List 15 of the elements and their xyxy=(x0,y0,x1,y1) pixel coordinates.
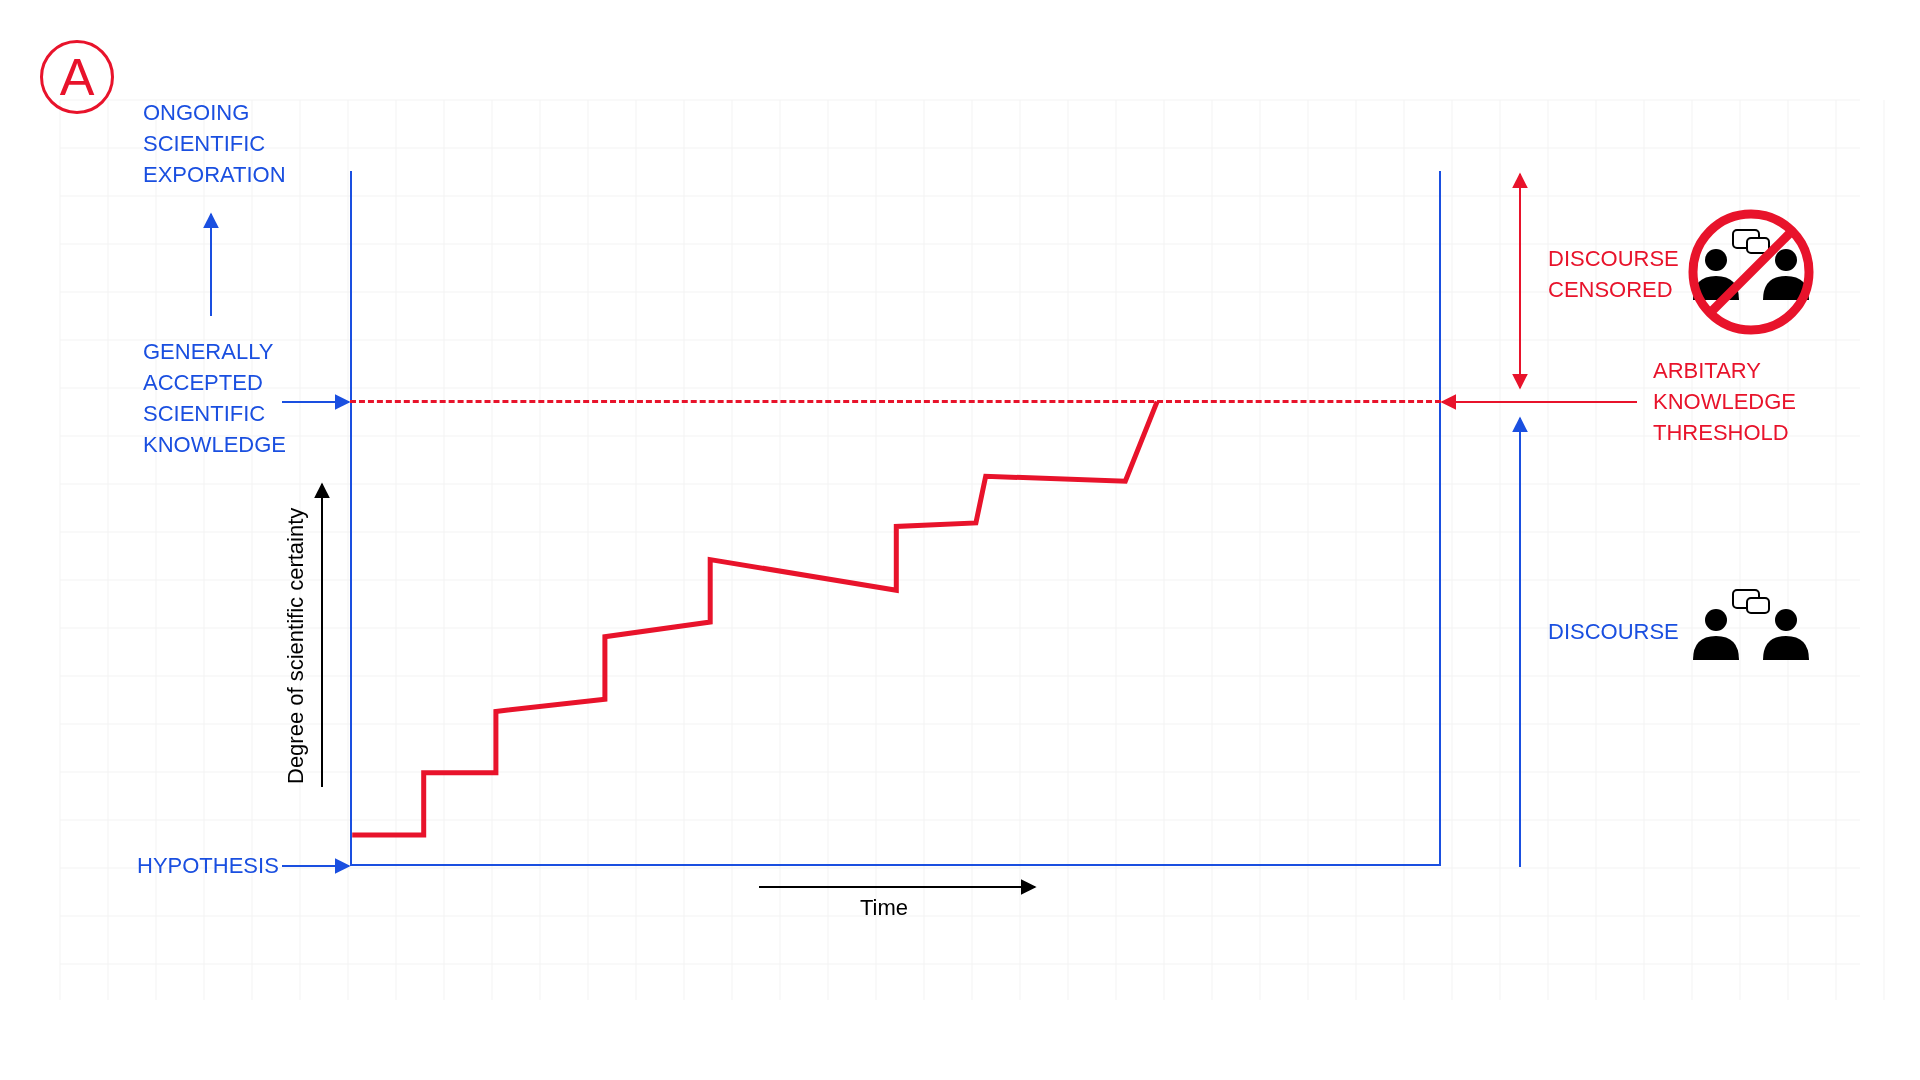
arrow xyxy=(1440,394,1638,410)
panel-letter-badge: A xyxy=(40,40,114,114)
annotation-text: DISCOURSE CENSORED xyxy=(1548,245,1680,304)
axis-label: Time xyxy=(860,894,910,922)
arrow xyxy=(281,858,351,874)
threshold-line xyxy=(350,400,1441,404)
annotation-text: ONGOING SCIENTIFIC EXPORATION xyxy=(143,97,313,190)
arrow xyxy=(281,394,351,410)
arrow xyxy=(203,212,219,317)
annotation-text: DISCOURSE xyxy=(1548,618,1680,646)
annotation-text: HYPOTHESIS xyxy=(137,850,287,881)
axis-label: Degree of scientific certainty xyxy=(282,507,309,784)
chart-frame xyxy=(350,171,1441,866)
annotation-text: GENERALLY ACCEPTED SCIENTIFIC KNOWLEDGE xyxy=(143,336,313,460)
annotation-text: ARBITARY KNOWLEDGE THRESHOLD xyxy=(1653,355,1833,448)
